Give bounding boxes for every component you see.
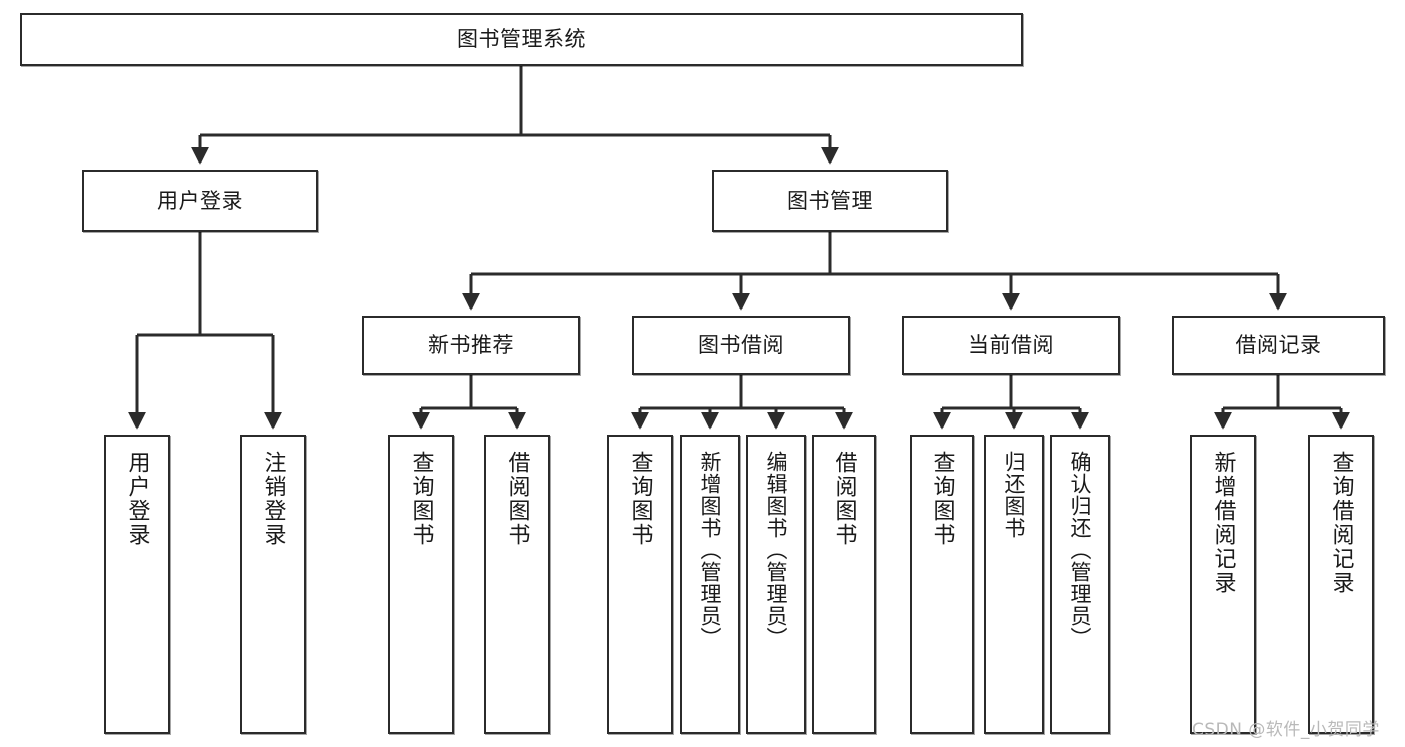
node-new-book-rec-label: 新书推荐 [428,333,514,358]
node-leaf-query-book-borrow-label: 查询图书 [627,451,653,547]
node-book-manage-label: 图书管理 [787,188,873,213]
node-borrow-record-label: 借阅记录 [1235,333,1322,358]
node-root[interactable]: 图书管理系统 [20,13,1023,66]
node-leaf-borrow-book-label: 借阅图书 [831,451,857,547]
node-leaf-user-logout-label: 注销登录 [260,451,286,547]
node-borrow-record[interactable]: 借阅记录 [1172,316,1385,375]
node-leaf-user-login-label: 用户登录 [124,451,150,547]
node-current-borrow[interactable]: 当前借阅 [902,316,1120,375]
node-leaf-query-book-rec-label: 查询图书 [408,451,434,547]
node-leaf-add-book-label: 新增图书（管理员） [698,451,723,649]
node-leaf-query-book-rec[interactable]: 查询图书 [388,435,454,734]
node-user-login-label: 用户登录 [157,188,243,213]
node-root-label: 图书管理系统 [457,27,586,52]
node-leaf-add-book[interactable]: 新增图书（管理员） [680,435,740,734]
node-leaf-query-borrow-record[interactable]: 查询借阅记录 [1308,435,1374,734]
node-leaf-query-book-borrow[interactable]: 查询图书 [607,435,673,734]
node-leaf-user-logout[interactable]: 注销登录 [240,435,306,734]
node-leaf-return-book[interactable]: 归还图书 [984,435,1044,734]
node-leaf-user-login[interactable]: 用户登录 [104,435,170,734]
node-book-borrow[interactable]: 图书借阅 [632,316,850,375]
node-leaf-confirm-return[interactable]: 确认归还（管理员） [1050,435,1110,734]
node-leaf-borrow-book-rec-label: 借阅图书 [504,451,530,547]
node-new-book-rec[interactable]: 新书推荐 [362,316,580,375]
node-user-login[interactable]: 用户登录 [82,170,318,232]
node-leaf-edit-book[interactable]: 编辑图书（管理员） [746,435,806,734]
node-leaf-query-borrow-record-label: 查询借阅记录 [1328,451,1354,595]
node-leaf-confirm-return-label: 确认归还（管理员） [1068,451,1093,649]
csdn-watermark: CSDN @软件_小贺同学 [1192,720,1380,740]
node-book-borrow-label: 图书借阅 [698,333,784,358]
node-book-manage[interactable]: 图书管理 [712,170,948,232]
node-leaf-edit-book-label: 编辑图书（管理员） [764,451,789,649]
node-current-borrow-label: 当前借阅 [968,333,1054,358]
node-leaf-borrow-book[interactable]: 借阅图书 [812,435,876,734]
node-leaf-return-book-label: 归还图书 [1002,451,1027,539]
node-leaf-add-borrow-record[interactable]: 新增借阅记录 [1190,435,1256,734]
node-leaf-query-book-current-label: 查询图书 [929,451,955,547]
node-leaf-add-borrow-record-label: 新增借阅记录 [1210,451,1236,595]
node-leaf-query-book-current[interactable]: 查询图书 [910,435,974,734]
node-leaf-borrow-book-rec[interactable]: 借阅图书 [484,435,550,734]
